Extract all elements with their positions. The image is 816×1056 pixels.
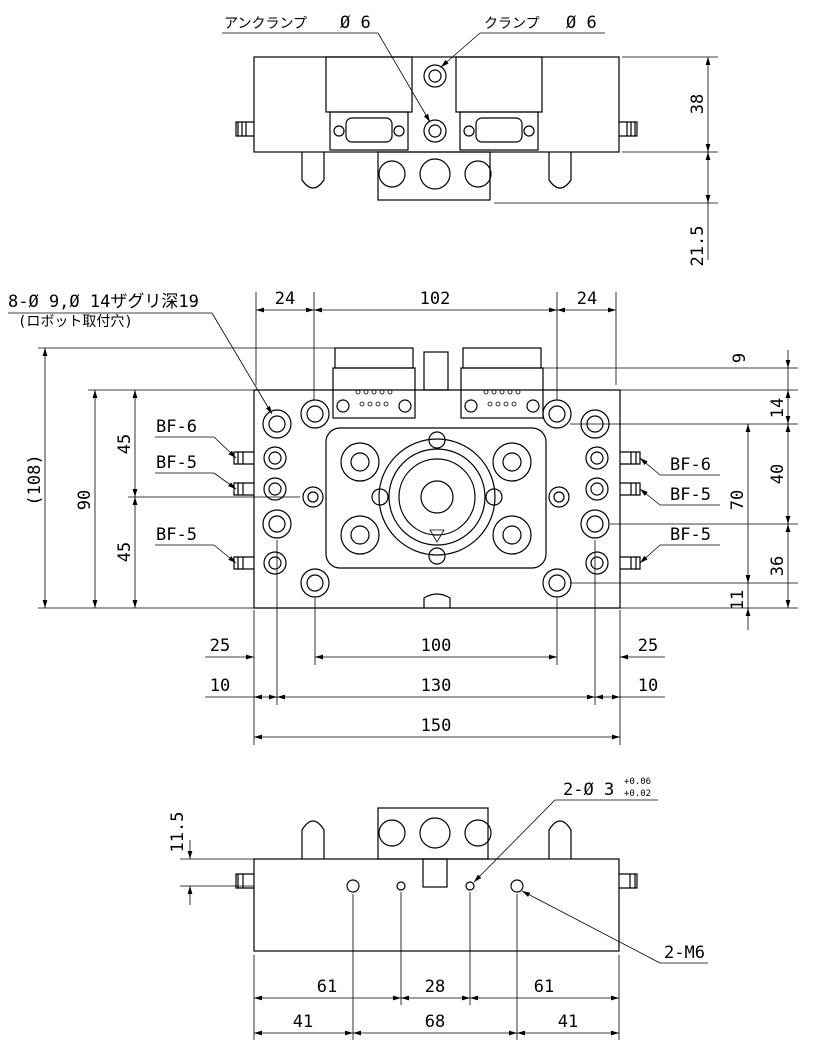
connector-right — [459, 111, 539, 151]
dim-side-61-right: 61 — [534, 977, 554, 997]
dim-right-36: 36 — [768, 556, 788, 576]
center-block — [325, 427, 547, 569]
tab-left — [301, 152, 325, 189]
side-nipple-right — [619, 873, 638, 889]
dim-left-108: (108) — [25, 454, 45, 505]
front-connector-right — [460, 347, 544, 419]
dim-side-28: 28 — [425, 977, 445, 997]
dim-side-41-left: 41 — [293, 1012, 313, 1032]
dim-bottom-25-right: 25 — [638, 636, 658, 656]
clamp-size: Ø 6 — [566, 13, 597, 33]
port-left-bf5-b: BF-5 — [156, 525, 197, 545]
unclamp-fitting — [423, 119, 447, 143]
clamp-fitting — [423, 64, 447, 88]
hex-bolts — [340, 442, 532, 555]
dim-21-5: 21.5 — [688, 226, 708, 267]
pin-tol-upper: +0.06 — [624, 777, 651, 787]
dim-bottom-10-right: 10 — [638, 676, 658, 696]
dim-top-102: 102 — [420, 289, 451, 309]
side-body — [253, 858, 620, 952]
valve-left — [325, 56, 413, 113]
dim-top-24-right: 24 — [577, 289, 597, 309]
port-right-bf6: BF-6 — [670, 455, 711, 475]
tap-note: 2-M6 — [664, 943, 705, 963]
dim-bottom-100: 100 — [421, 636, 452, 656]
port-right-bf5-a: BF-5 — [670, 485, 711, 505]
dim-bottom-130: 130 — [421, 676, 452, 696]
side-upper-block — [377, 807, 489, 860]
side-view: 2-Ø 3 +0.06 +0.02 2-M6 11.5 61 28 61 41 — [168, 777, 708, 1040]
port-left-bf6: BF-6 — [156, 417, 197, 437]
valve-right — [455, 56, 543, 113]
dim-left-45-bottom: 45 — [115, 542, 135, 562]
nipple-right — [619, 121, 638, 137]
pin-note: 2-Ø 3 — [563, 780, 614, 800]
port-right-bf5-b: BF-5 — [670, 525, 711, 545]
dim-bottom-150: 150 — [421, 716, 452, 736]
nipple-left — [235, 121, 254, 137]
connector-left — [329, 111, 409, 151]
port-left-bf5-a: BF-5 — [156, 453, 197, 473]
hole-note: 8-Ø 9,Ø 14ザグリ深19 — [8, 292, 199, 312]
dim-top-24-left: 24 — [275, 289, 295, 309]
front-connector-left — [332, 347, 416, 419]
dim-right-11: 11 — [728, 590, 748, 610]
top-body — [253, 56, 620, 153]
dim-38: 38 — [688, 94, 708, 114]
side-tab-left — [301, 820, 325, 859]
lower-block — [377, 151, 491, 201]
front-view: 8-Ø 9,Ø 14ザグリ深19 (ロボット取付穴) 24 102 24 (10… — [8, 289, 798, 745]
dim-right-40: 40 — [768, 464, 788, 484]
unclamp-size: Ø 6 — [340, 13, 371, 33]
port-fittings — [233, 446, 641, 575]
unclamp-label: アンクランプ — [224, 16, 307, 32]
center-fitting — [423, 351, 449, 391]
bottom-notch — [423, 593, 451, 608]
dim-left-90: 90 — [75, 490, 95, 510]
dim-right-9: 9 — [730, 353, 750, 363]
hole-note-sub: (ロボット取付穴) — [18, 314, 133, 330]
top-view: アンクランプ Ø 6 クランプ Ø 6 38 21.5 — [222, 13, 718, 266]
dim-side-68: 68 — [425, 1012, 445, 1032]
dim-right-70: 70 — [728, 490, 748, 510]
dim-side-61-left: 61 — [317, 977, 337, 997]
dim-side-11-5: 11.5 — [168, 812, 188, 853]
coupling — [371, 431, 503, 565]
dim-left-45-top: 45 — [115, 434, 135, 454]
dim-right-14: 14 — [768, 398, 788, 418]
dim-side-41-right: 41 — [558, 1012, 578, 1032]
dim-bottom-25-left: 25 — [210, 636, 230, 656]
dim-bottom-10-left: 10 — [210, 676, 230, 696]
tab-right — [548, 152, 572, 189]
clamp-label: クランプ — [484, 16, 540, 32]
pin-tol-lower: +0.02 — [624, 789, 651, 799]
side-tab-right — [548, 820, 572, 859]
